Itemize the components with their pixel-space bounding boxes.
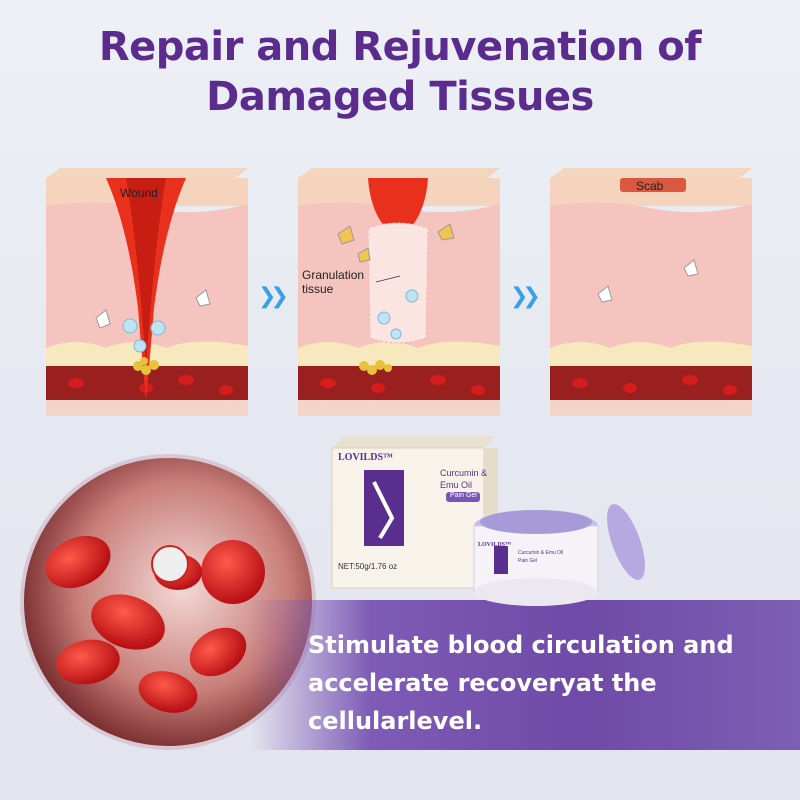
granulation-label-line-2: tissue	[302, 282, 334, 296]
title-line-1: Repair and Rejuvenation of	[98, 24, 702, 70]
stage-arrow-1: ❯❯	[258, 284, 289, 309]
product-image: LOVILDS™ Curcumin & Emu Oil Pain Gel NET…	[328, 430, 658, 610]
product-name-line-2: Emu Oil	[440, 480, 473, 490]
jar-type: Pain Gel	[518, 558, 538, 564]
jar-name: Curcumin & Emu Oil	[518, 550, 564, 556]
product-net-weight: NET:50g/1.76 oz	[338, 562, 398, 571]
scab-stage-panel: Scab	[550, 168, 752, 416]
page-title: Repair and Rejuvenation of Damaged Tissu…	[0, 22, 800, 122]
caption-banner	[250, 600, 800, 750]
caption-line-2: accelerate recoveryat the	[308, 669, 657, 697]
granulation-label-line-1: Granulation	[302, 268, 365, 282]
wound-stage-panel: Wound	[46, 168, 248, 416]
scab-label: Scab	[636, 179, 664, 193]
product-name-line-1: Curcumin &	[440, 468, 488, 478]
title-line-2: Damaged Tissues	[206, 74, 594, 120]
stage-arrow-2: ❯❯	[510, 284, 541, 309]
caption-line-3: cellularlevel.	[308, 707, 483, 735]
caption-text: Stimulate blood circulation and accelera…	[308, 626, 788, 740]
wound-label: Wound	[120, 186, 158, 200]
product-type: Pain Gel	[450, 492, 477, 499]
blood-cells-illustration	[18, 452, 318, 752]
jar-brand: LOVILDS™	[478, 542, 512, 548]
granulation-stage-panel: Granulation tissue	[298, 168, 500, 416]
caption-line-1: Stimulate blood circulation and	[308, 631, 734, 659]
product-brand: LOVILDS™	[338, 452, 394, 463]
